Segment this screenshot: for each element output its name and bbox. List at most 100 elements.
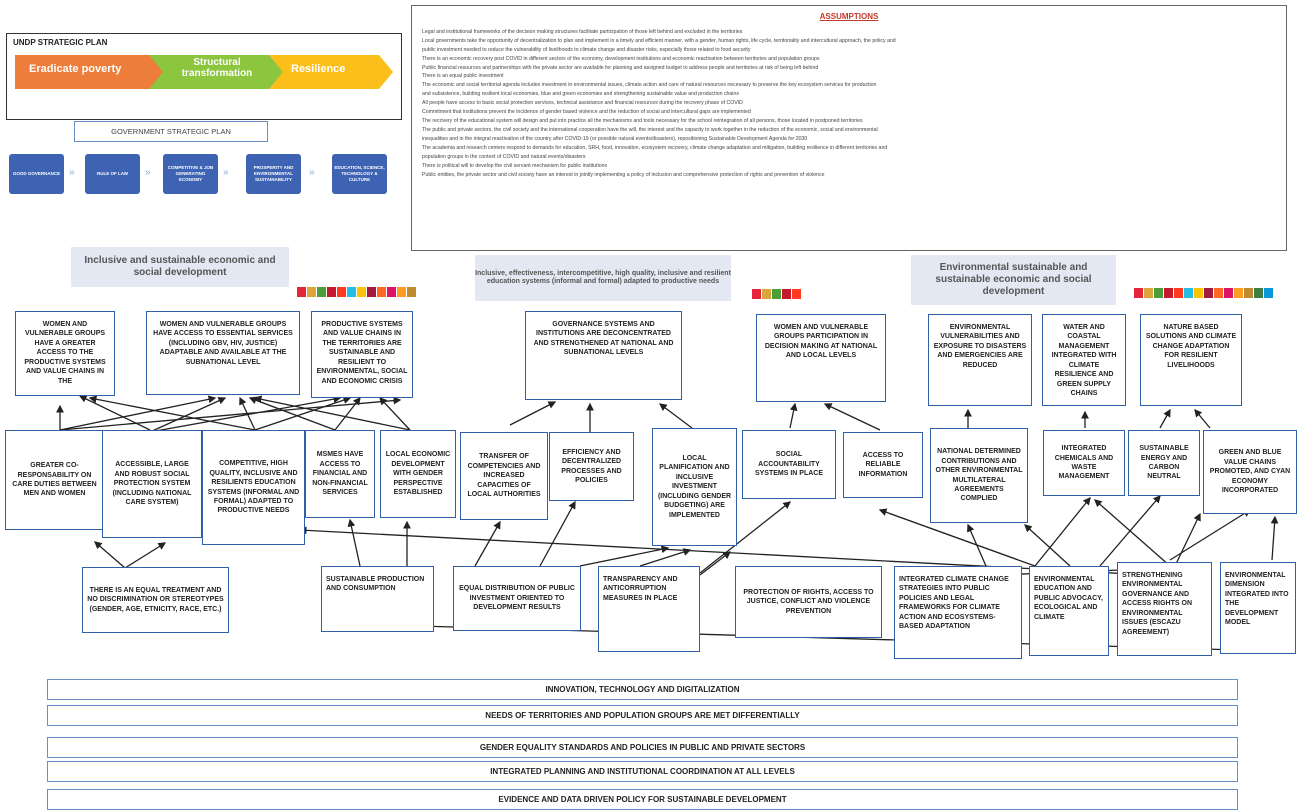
sdg-goal-icon xyxy=(397,287,406,297)
sdg-goal-icon xyxy=(1224,288,1233,298)
assumption-line: population groups in the context of COVI… xyxy=(422,153,586,160)
sdg-goal-icon xyxy=(1244,288,1253,298)
sdg-goal-icon xyxy=(387,287,396,297)
assumption-line: There is an equal public investment xyxy=(422,73,504,80)
outcome-box-5: WOMEN AND VULNERABLE GROUPS PARTICIPATIO… xyxy=(756,314,886,402)
output-box-10: ACCESS TO RELIABLE INFORMATION xyxy=(843,432,923,498)
sdg-goal-icon xyxy=(1164,288,1173,298)
assumption-line: Local governments take the opportunity o… xyxy=(422,37,896,44)
sdg-goal-icon xyxy=(1194,288,1203,298)
gov-step-5: EDUCATION, SCIENCE, TECHNOLOGY & CULTURE xyxy=(332,154,387,194)
assumption-line: Public financial resources and partnersh… xyxy=(422,64,819,71)
assumption-line: Commitment that institutions prevent the… xyxy=(422,109,751,116)
assumptions-title: ASSUMPTIONS xyxy=(819,12,879,21)
assumption-line: All people have access to basic social p… xyxy=(422,100,743,107)
assumption-line: Legal and institutional frameworks of th… xyxy=(422,28,743,35)
activity-box-3: EQUAL DISTRIBUTION OF PUBLIC INVESTMENT … xyxy=(453,566,581,631)
sdg-goal-icon xyxy=(782,289,791,299)
output-box-13: SUSTAINABLE ENERGY AND CARBON NEUTRAL xyxy=(1128,430,1200,496)
activity-box-9: ENVIRONMENTAL DIMENSION INTEGRATED INTO … xyxy=(1220,562,1296,654)
sdg-goal-icon xyxy=(337,287,346,297)
sdg-goal-icon xyxy=(1144,288,1153,298)
gov-step-2: RULE OF LAW xyxy=(85,154,140,194)
chevron-label-structural: Structural transformation xyxy=(181,57,253,79)
chevron-eradicate-poverty xyxy=(15,55,167,89)
assumption-line: public investment needed to reduce the v… xyxy=(422,46,751,53)
output-box-7: EFFICIENCY AND DECENTRALIZED PROCESSES A… xyxy=(549,432,634,501)
output-box-8: LOCAL PLANIFICATION AND INCLUSIVE INVEST… xyxy=(652,428,737,546)
sdg-goal-icon xyxy=(1154,288,1163,298)
sdg-goal-icon xyxy=(772,289,781,299)
sdg-goal-icon xyxy=(347,287,356,297)
outcome-box-7: WATER AND COASTAL MANAGEMENT INTEGRATED … xyxy=(1042,314,1126,406)
sdg-icons-environment xyxy=(1134,288,1273,298)
chevron-right-icon: » xyxy=(145,167,151,178)
sdg-goal-icon xyxy=(377,287,386,297)
government-plan-title: GOVERNMENT STRATEGIC PLAN xyxy=(74,121,268,142)
axis-title-governance: Inclusive, effectiveness, intercompetiti… xyxy=(475,255,731,301)
output-box-3: COMPETITIVE, HIGH QUALITY, INCLUSIVE AND… xyxy=(202,430,305,545)
outcome-box-1: WOMEN AND VULNERABLE GROUPS HAVE A GREAT… xyxy=(15,311,115,396)
enabler-bar-4: INTEGRATED PLANNING AND INSTITUTIONAL CO… xyxy=(47,761,1238,782)
assumptions-panel: ASSUMPTIONS Legal and institutional fram… xyxy=(411,5,1287,251)
sdg-goal-icon xyxy=(317,287,326,297)
assumption-line: There is political will to develop the c… xyxy=(422,162,608,169)
outcome-box-3: PRODUCTIVE SYSTEMS AND VALUE CHAINS IN T… xyxy=(311,311,413,398)
sdg-goal-icon xyxy=(1174,288,1183,298)
outcome-box-2: WOMEN AND VULNERABLE GROUPS HAVE ACCESS … xyxy=(146,311,300,395)
sdg-goal-icon xyxy=(407,287,416,297)
chevron-label-resilience: Resilience xyxy=(291,63,346,75)
assumption-line: Public entities, the private sector and … xyxy=(422,171,825,178)
activity-box-1: THERE IS AN EQUAL TREATMENT AND NO DISCR… xyxy=(82,567,229,633)
gov-step-4: PROSPERITY AND ENVIRONMENTAL SUSTAINABIL… xyxy=(246,154,301,194)
sdg-goal-icon xyxy=(1254,288,1263,298)
gov-step-1: GOOD GOVERNANCE xyxy=(9,154,64,194)
output-box-5: LOCAL ECONOMIC DEVELOPMENT WITH GENDER P… xyxy=(380,430,456,518)
output-box-2: ACCESSIBLE, LARGE AND ROBUST SOCIAL PROT… xyxy=(102,430,202,538)
sdg-goal-icon xyxy=(297,287,306,297)
chevron-right-icon: » xyxy=(69,167,75,178)
undp-chevrons xyxy=(15,55,393,89)
output-box-4: MSMEs HAVE ACCESS TO FINANCIAL AND NON-F… xyxy=(305,430,375,518)
enabler-bar-5: EVIDENCE AND DATA DRIVEN POLICY FOR SUST… xyxy=(47,789,1238,810)
chevron-right-icon: » xyxy=(223,167,229,178)
output-box-6: TRANSFER OF COMPETENCIES AND INCREASED C… xyxy=(460,432,548,520)
assumption-line: The recovery of the educational system w… xyxy=(422,118,863,125)
sdg-goal-icon xyxy=(1214,288,1223,298)
chevron-right-icon: » xyxy=(309,167,315,178)
sdg-goal-icon xyxy=(792,289,801,299)
sdg-goal-icon xyxy=(1234,288,1243,298)
sdg-goal-icon xyxy=(1184,288,1193,298)
sdg-goal-icon xyxy=(762,289,771,299)
sdg-goal-icon xyxy=(367,287,376,297)
enabler-bar-3: GENDER EQUALITY STANDARDS AND POLICIES I… xyxy=(47,737,1238,758)
chevron-resilience xyxy=(269,55,393,89)
undp-strategic-plan: UNDP STRATEGIC PLAN Eradicate poverty St… xyxy=(6,33,402,120)
activity-box-6: INTEGRATED CLIMATE CHANGE STRATEGIES INT… xyxy=(894,566,1022,659)
activity-box-7: ENVIRONMENTAL EDUCATION AND PUBLIC ADVOC… xyxy=(1029,566,1109,656)
outcome-box-8: NATURE BASED SOLUTIONS AND CLIMATE CHANG… xyxy=(1140,314,1242,406)
chevron-label-poverty: Eradicate poverty xyxy=(29,63,122,75)
chevron-structural-transformation xyxy=(149,55,287,89)
sdg-icons-governance xyxy=(752,289,801,299)
enabler-bar-2: NEEDS OF TERRITORIES AND POPULATION GROU… xyxy=(47,705,1238,726)
axis-title-environment: Environmental sustainable and sustainabl… xyxy=(911,255,1116,305)
sdg-goal-icon xyxy=(1264,288,1273,298)
gov-step-3: COMPETITIVE & JOB GENERATING ECONOMY xyxy=(163,154,218,194)
activity-box-2: SUSTAINABLE PRODUCTION AND CONSUMPTION xyxy=(321,566,434,632)
axis-title-economic: Inclusive and sustainable economic and s… xyxy=(71,247,289,287)
outcome-box-4: GOVERNANCE SYSTEMS AND INSTITUTIONS ARE … xyxy=(525,311,682,400)
outcome-box-6: ENVIRONMENTAL VULNERABILITIES AND EXPOSU… xyxy=(928,314,1032,406)
sdg-goal-icon xyxy=(327,287,336,297)
assumption-line: inequalities and in the integral reactiv… xyxy=(422,136,808,142)
sdg-goal-icon xyxy=(752,289,761,299)
enabler-bar-1: INNOVATION, TECHNOLOGY AND DIGITALIZATIO… xyxy=(47,679,1238,700)
assumption-line: There is an economic recovery post COVID… xyxy=(422,55,820,62)
output-box-11: NATIONAL DETERMINED CONTRIBUTIONS AND OT… xyxy=(930,428,1028,523)
sdg-goal-icon xyxy=(1134,288,1143,298)
activity-box-4: TRANSPARENCY AND ANTICORRUPTION MEASURES… xyxy=(598,566,700,652)
assumption-line: and subsistence, building resilient loca… xyxy=(422,91,739,98)
sdg-goal-icon xyxy=(307,287,316,297)
output-box-12: INTEGRATED CHEMICALS AND WASTE MANAGEMEN… xyxy=(1043,430,1125,496)
sdg-icons-economic xyxy=(297,287,416,297)
